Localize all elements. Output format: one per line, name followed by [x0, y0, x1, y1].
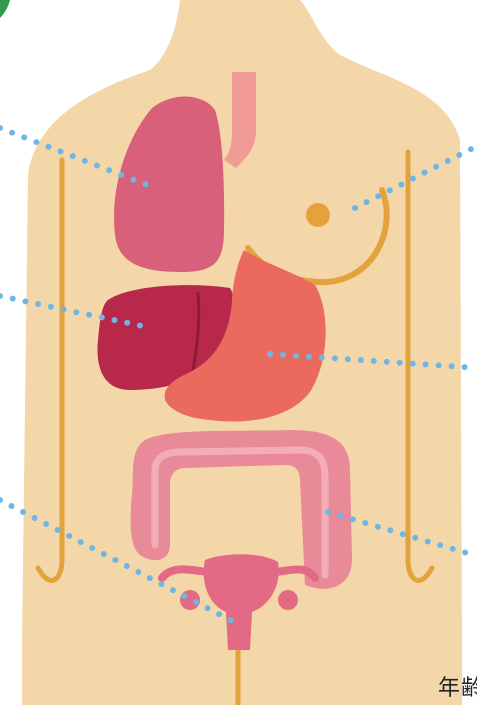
green-badge — [0, 0, 10, 18]
age-label: 年齢 — [438, 670, 477, 702]
ovary-right — [278, 590, 298, 610]
nipple — [306, 203, 330, 227]
